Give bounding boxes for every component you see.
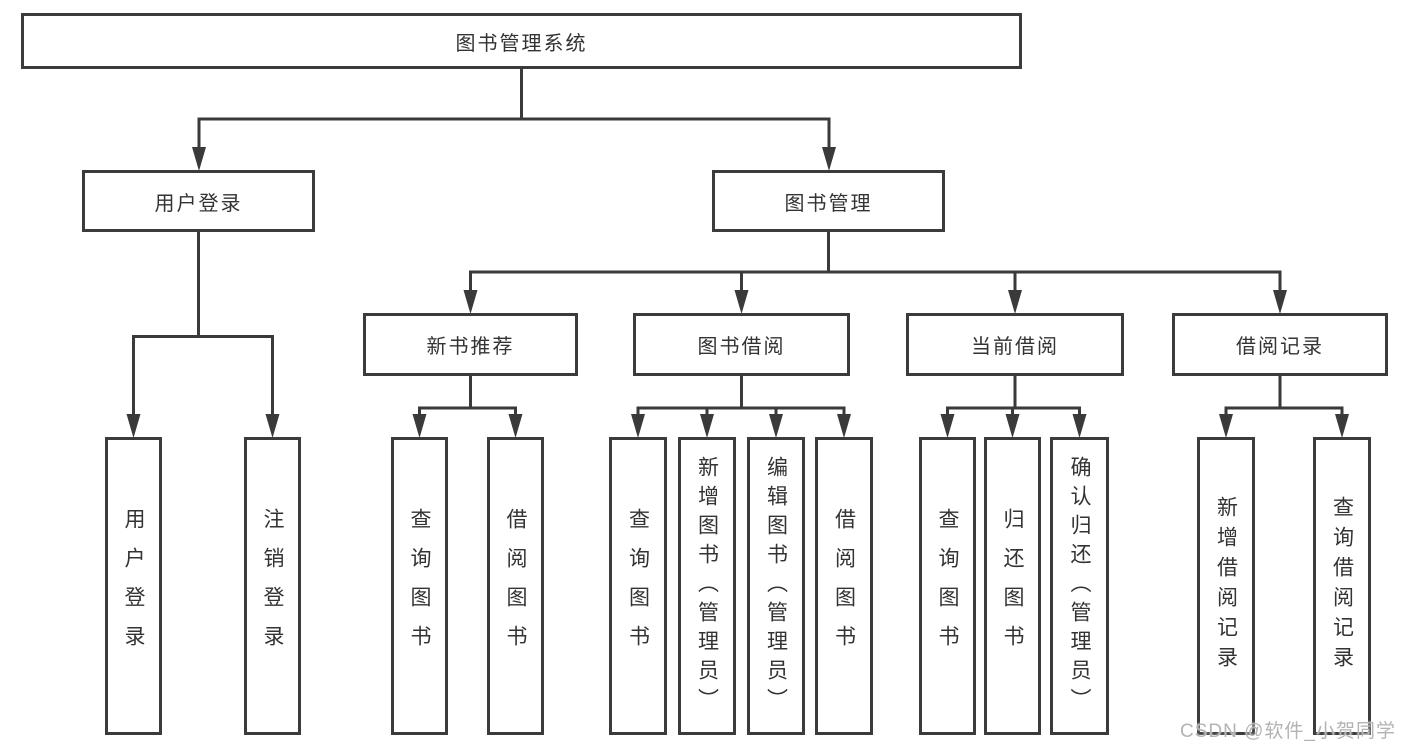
node-root-label: 图书管理系统	[455, 32, 588, 55]
node-user-login: 用户登录	[82, 170, 315, 232]
leaf-add-book-admin: 新增图书（管理员）	[678, 437, 736, 735]
leaf-edit-book-admin-label: 编辑图书（管理员）	[764, 455, 788, 717]
leaf-add-borrow-record-label: 新增借阅记录	[1214, 496, 1238, 676]
node-book-borrowing-label: 图书借阅	[697, 336, 786, 358]
leaf-borrow-book-2: 借阅图书	[815, 437, 873, 735]
node-new-book-recommend-label: 新书推荐	[426, 336, 515, 358]
leaf-query-borrow-record: 查询借阅记录	[1313, 437, 1371, 735]
leaf-query-book-3-label: 查询图书	[936, 508, 959, 664]
node-user-login-label: 用户登录	[154, 192, 243, 215]
leaf-add-borrow-record: 新增借阅记录	[1197, 437, 1255, 735]
node-borrow-records-label: 借阅记录	[1236, 336, 1324, 358]
node-current-borrowing-label: 当前借阅	[971, 336, 1059, 358]
leaf-borrow-book-1: 借阅图书	[487, 437, 544, 735]
leaf-logout-label: 注销登录	[261, 508, 284, 664]
leaf-edit-book-admin: 编辑图书（管理员）	[747, 437, 805, 735]
node-current-borrowing: 当前借阅	[906, 313, 1124, 376]
leaf-user-login: 用户登录	[105, 437, 162, 735]
leaf-confirm-return-admin-label: 确认归还（管理员）	[1068, 455, 1091, 717]
node-root: 图书管理系统	[21, 13, 1022, 69]
node-book-borrowing: 图书借阅	[633, 313, 850, 376]
node-book-management: 图书管理	[712, 170, 945, 232]
leaf-logout: 注销登录	[244, 437, 301, 735]
leaf-return-book-label: 归还图书	[1001, 508, 1024, 664]
leaf-user-login-label: 用户登录	[122, 508, 145, 664]
leaf-query-book-2-label: 查询图书	[626, 508, 650, 664]
leaf-query-book-3: 查询图书	[919, 437, 976, 735]
leaf-borrow-book-2-label: 借阅图书	[832, 508, 856, 664]
node-borrow-records: 借阅记录	[1172, 313, 1388, 376]
leaf-borrow-book-1-label: 借阅图书	[504, 508, 527, 664]
leaf-confirm-return-admin: 确认归还（管理员）	[1050, 437, 1109, 735]
leaf-query-book-1: 查询图书	[391, 437, 448, 735]
leaf-query-book-2: 查询图书	[609, 437, 667, 735]
node-new-book-recommend: 新书推荐	[363, 313, 578, 376]
leaf-query-borrow-record-label: 查询借阅记录	[1330, 496, 1354, 676]
leaf-query-book-1-label: 查询图书	[408, 508, 431, 664]
leaf-add-book-admin-label: 新增图书（管理员）	[695, 455, 719, 717]
leaf-return-book: 归还图书	[984, 437, 1041, 735]
csdn-watermark: CSDN @软件_小贺同学	[1180, 721, 1396, 742]
node-book-management-label: 图书管理	[784, 192, 873, 215]
